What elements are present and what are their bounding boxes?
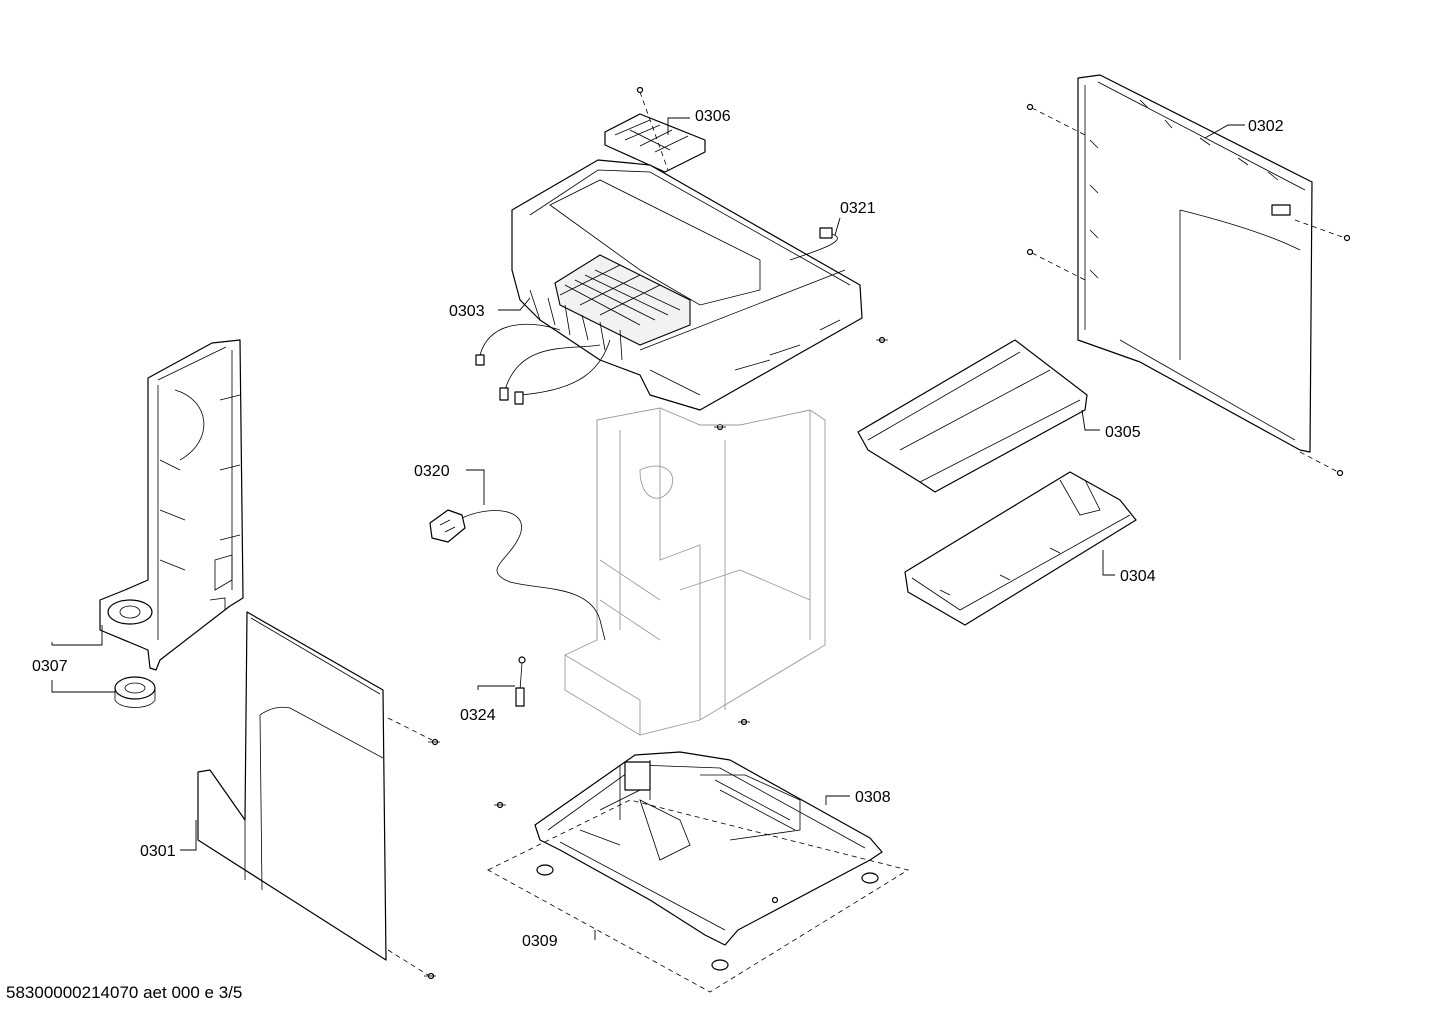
screws-0302 — [1026, 103, 1351, 477]
label-0301: 0301 — [140, 843, 176, 860]
screw-0308 — [494, 801, 506, 809]
label-0304: 0304 — [1120, 568, 1156, 585]
label-0306: 0306 — [695, 108, 731, 125]
label-0305: 0305 — [1105, 424, 1141, 441]
label-0321: 0321 — [840, 200, 876, 217]
part-0302-side-panel[interactable] — [1077, 74, 1313, 453]
document-id: 58300000214070 aet 000 e 3/5 — [6, 983, 242, 1002]
part-0324-sensor[interactable] — [515, 656, 526, 707]
part-0305-lid[interactable] — [857, 339, 1088, 493]
part-0307-side-frame[interactable] — [99, 339, 244, 708]
part-0306-grid-cover[interactable] — [604, 86, 706, 173]
label-0307: 0307 — [32, 658, 68, 675]
screw-0301-lower — [387, 949, 436, 980]
part-0320-power-cord[interactable] — [429, 509, 606, 641]
label-0320: 0320 — [414, 463, 450, 480]
leader-lines — [51, 117, 1245, 940]
main-body-frame-ghost — [564, 407, 826, 736]
screw-0303-lower — [714, 423, 726, 431]
part-0301-front-panel[interactable] — [197, 611, 387, 961]
part-0309-base-outline[interactable] — [487, 799, 910, 993]
part-0303-top-housing[interactable] — [475, 159, 863, 411]
part-0304-tray[interactable] — [904, 471, 1137, 626]
screw-body — [738, 718, 750, 726]
label-0308: 0308 — [855, 789, 891, 806]
screw-0301-upper — [387, 717, 440, 746]
label-0309: 0309 — [522, 933, 558, 950]
label-0302: 0302 — [1248, 118, 1284, 135]
label-0303: 0303 — [449, 303, 485, 320]
part-0308-base-frame[interactable] — [534, 751, 883, 971]
screw-0303 — [876, 336, 888, 344]
label-0324: 0324 — [460, 707, 496, 724]
